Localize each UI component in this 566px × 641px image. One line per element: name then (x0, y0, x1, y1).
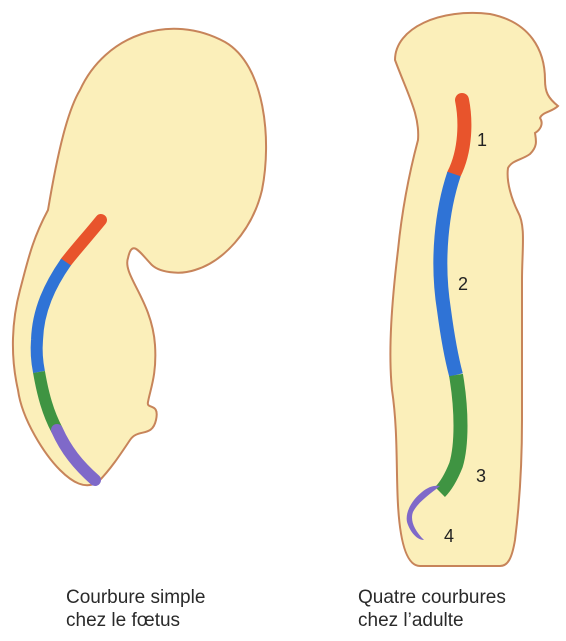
segment-label-2: 2 (458, 274, 468, 294)
adult-caption-line1: Quatre courbures (358, 586, 506, 609)
segment-label-3: 3 (476, 466, 486, 486)
segment-label-1: 1 (477, 130, 487, 150)
fetus-caption: Courbure simple chez le fœtus (66, 586, 205, 632)
adult-silhouette (390, 13, 558, 566)
fetus-caption-line2: chez le fœtus (66, 609, 205, 632)
adult-caption: Quatre courbures chez l’adulte (358, 586, 506, 632)
fetus-caption-line1: Courbure simple (66, 586, 205, 609)
segment-label-4: 4 (444, 526, 454, 546)
adult-caption-line2: chez l’adulte (358, 609, 506, 632)
